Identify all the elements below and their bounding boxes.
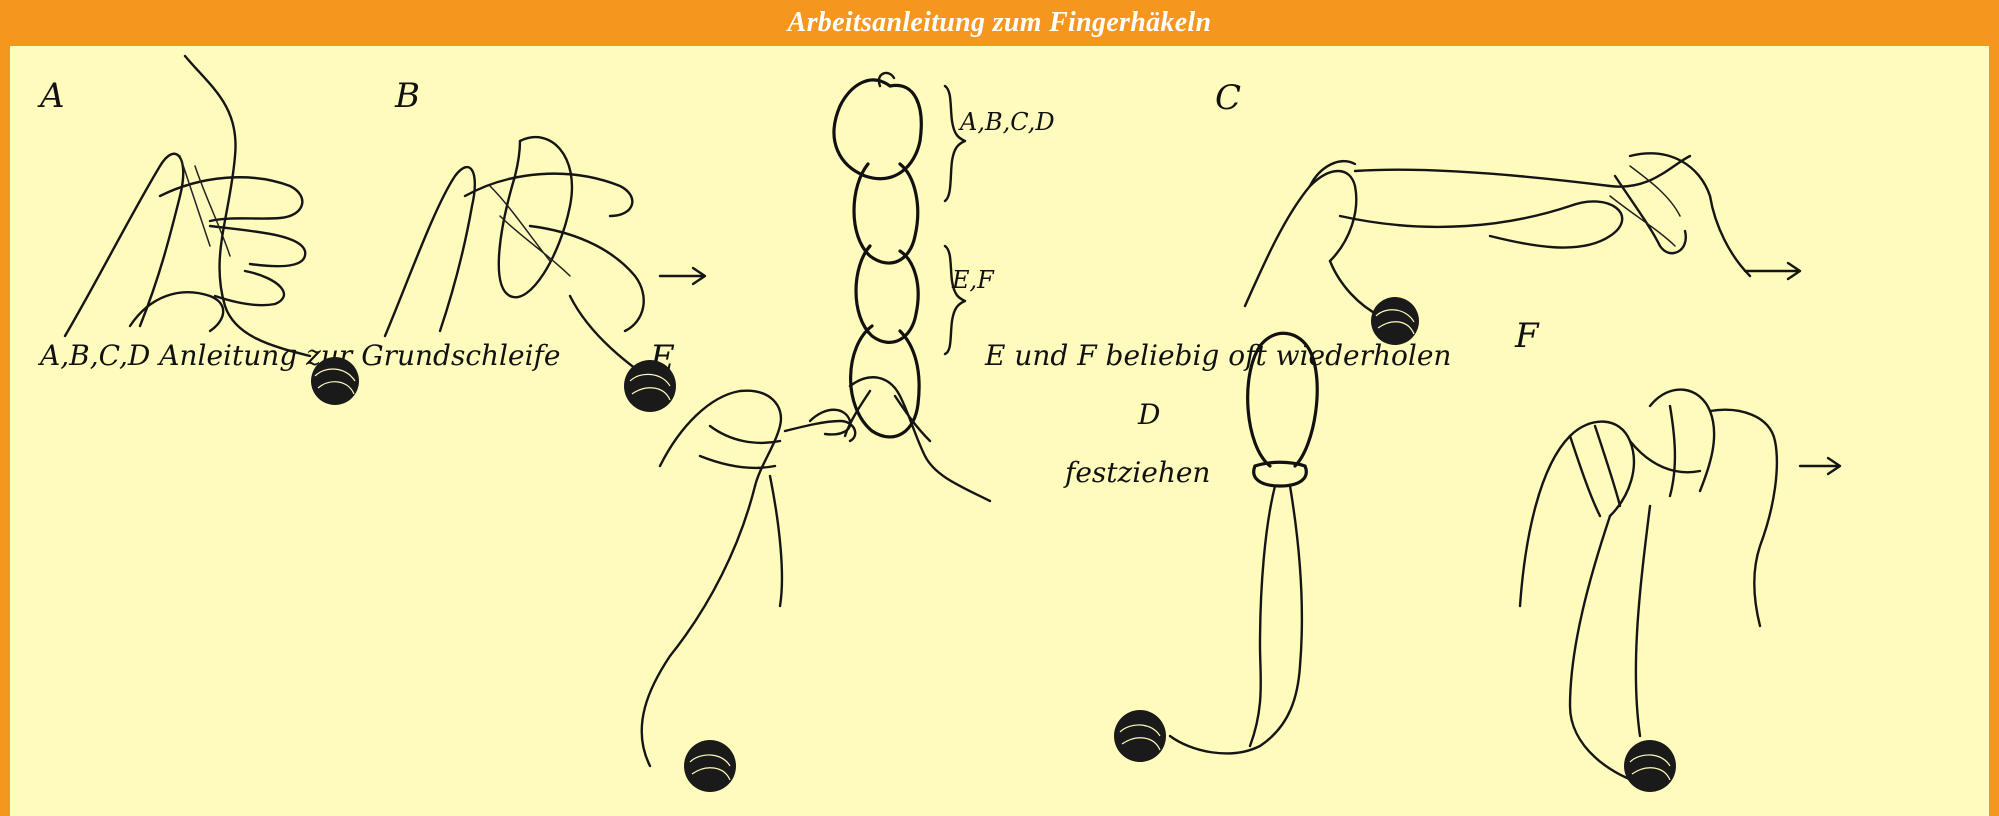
yarn-ball-icon xyxy=(1624,740,1676,792)
yarn-ball-icon xyxy=(684,740,736,792)
instruction-panel: A B C D E F A,B,C,D E,F A,B,C,D Anleitun… xyxy=(10,46,1989,816)
page-title: Arbeitsanleitung zum Fingerhäkeln xyxy=(788,7,1212,39)
figure-a-hand xyxy=(65,56,310,356)
title-bar: Arbeitsanleitung zum Fingerhäkeln xyxy=(0,0,1999,46)
yarn-ball-icon xyxy=(1371,297,1419,345)
yarn-ball-icon xyxy=(311,357,359,405)
arrow-right-icon xyxy=(1800,458,1840,474)
yarn-ball-icon xyxy=(624,360,676,412)
figure-e-hands xyxy=(642,377,990,766)
yarn-ball-icon xyxy=(1114,710,1166,762)
illustration-canvas xyxy=(10,46,1989,816)
figure-d-loop xyxy=(1170,333,1317,753)
figure-b-hands xyxy=(385,137,660,386)
arrow-right-icon xyxy=(1745,263,1800,279)
arrow-right-icon xyxy=(660,268,705,284)
figure-f-hands xyxy=(1520,390,1777,786)
figure-c-hands xyxy=(1245,153,1750,316)
